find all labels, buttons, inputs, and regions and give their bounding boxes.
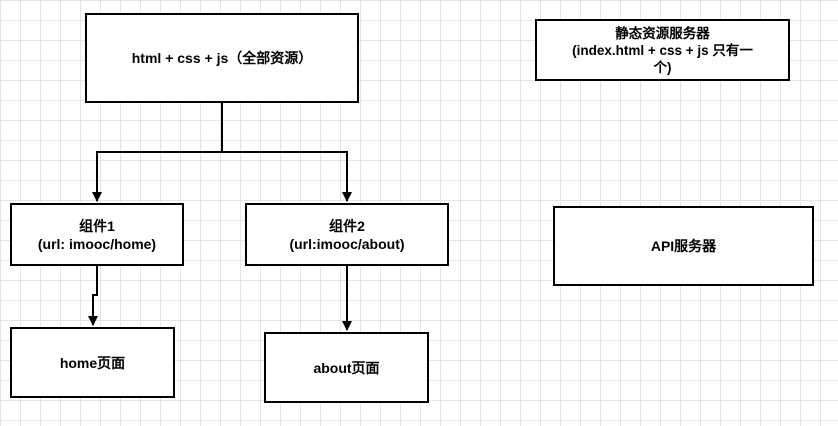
home-page-label-line: home页面 [59,354,126,371]
home-page-node-label: home页面 [60,354,125,372]
about-page-label-line: about页面 [313,359,380,376]
component2-node-label: 组件2(url:imooc/about) [289,217,404,253]
component2-label-line: 组件2 [329,217,365,234]
static-server-label-line: (index.html + css + js 只有一 [572,42,753,58]
home-page-node[interactable]: home页面 [10,327,175,398]
static-server-label-line: 静态资源服务器 [615,25,710,41]
component1-label-line: (url: imooc/home) [37,235,157,252]
component2-label-line: (url:imooc/about) [289,235,405,252]
component1-node-label: 组件1(url: imooc/home) [38,217,156,253]
bundle-label-line: html + css + js（全部资源） [131,50,313,66]
static-server-label-line: 个) [653,59,672,75]
static-server-node-label: 静态资源服务器(index.html + css + js 只有一个) [572,25,753,76]
component1-node[interactable]: 组件1(url: imooc/home) [10,203,184,266]
component1-label-line: 组件1 [79,217,115,234]
api-server-node[interactable]: API服务器 [553,206,814,286]
api-server-node-label: API服务器 [651,237,716,255]
edge-component1-to-home-page [88,266,98,326]
edge-bundle-to-component2 [222,151,352,202]
bundle-node[interactable]: html + css + js（全部资源） [85,13,359,103]
component2-node[interactable]: 组件2(url:imooc/about) [245,203,449,266]
bundle-node-label: html + css + js（全部资源） [132,49,313,67]
api-server-label-line: API服务器 [650,238,717,254]
static-server-node[interactable]: 静态资源服务器(index.html + css + js 只有一个) [535,19,790,81]
about-page-node[interactable]: about页面 [264,332,429,403]
about-page-node-label: about页面 [313,359,379,377]
edge-bundle-to-component1 [92,102,223,202]
